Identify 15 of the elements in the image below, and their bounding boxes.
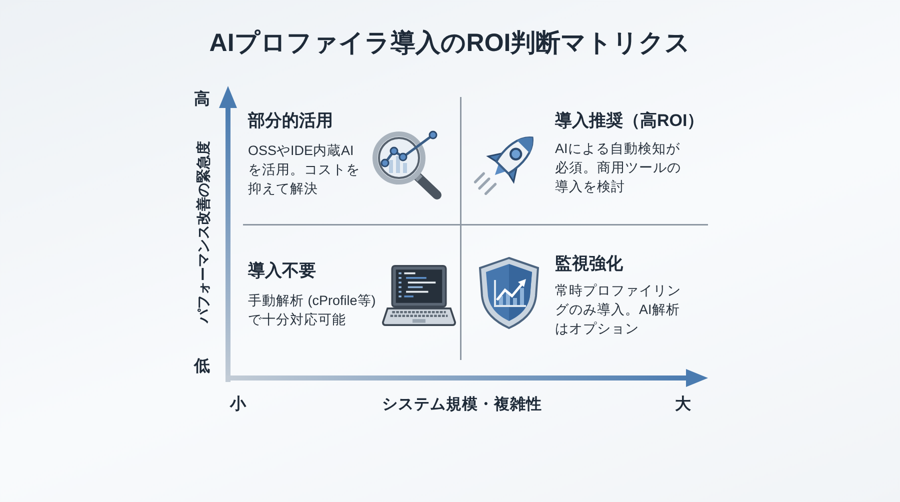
axis-end-label: 低 [194, 357, 210, 377]
quadrant-heading: 導入推奨（高ROI） [555, 110, 704, 132]
quadrant-description: 手動解析 (cProfile等)で十分対応可能 [248, 292, 377, 329]
axis-title: パフォーマンス改善の緊急度 [194, 141, 212, 323]
axis-end-label: 大 [675, 395, 691, 415]
axis-end-label: 小 [230, 395, 246, 415]
quadrant-heading: 導入不要 [248, 260, 316, 282]
axis-end-label: 高 [194, 90, 210, 110]
quadrant-heading: 監視強化 [555, 253, 623, 275]
diagram-title: AIプロファイラ導入のROI判断マトリクス [209, 28, 691, 59]
quadrant-description: OSSやIDE内蔵AIを活用。コストを抑えて解決 [248, 142, 360, 198]
quadrant-description: 常時プロファイリングのみ導入。AI解析はオプション [555, 282, 682, 338]
quadrant-description: AIによる自動検知が必須。商用ツールの導入を検討 [555, 140, 682, 196]
axis-title: システム規模・複雑性 [382, 395, 542, 415]
quadrant-heading: 部分的活用 [248, 110, 333, 132]
